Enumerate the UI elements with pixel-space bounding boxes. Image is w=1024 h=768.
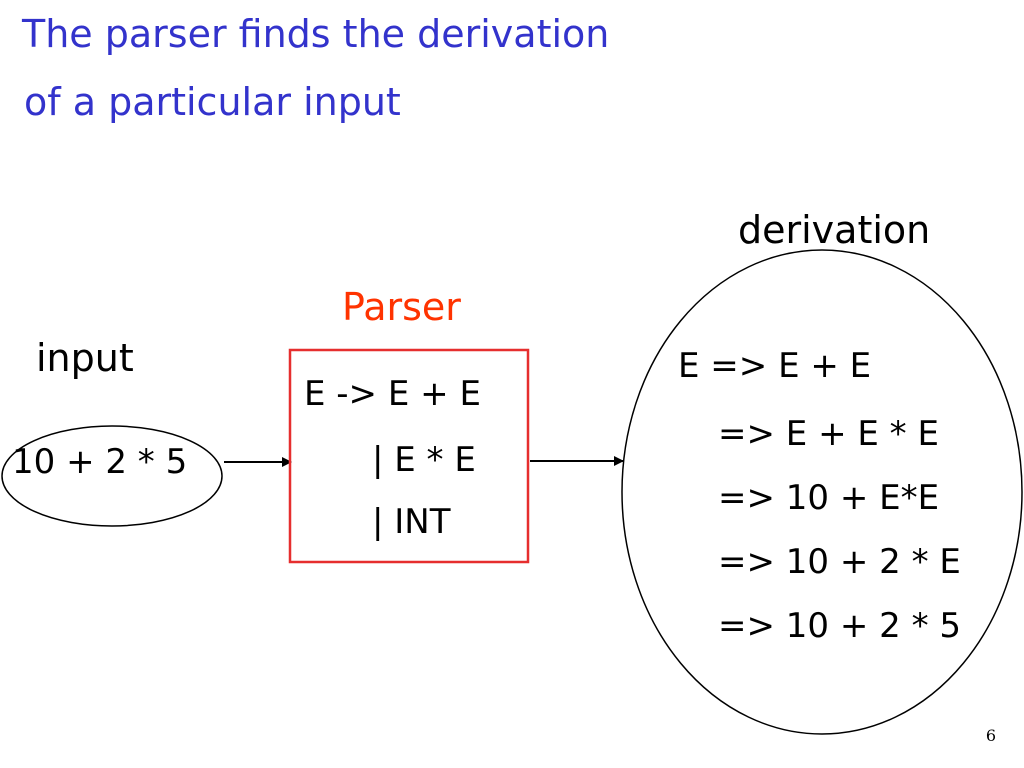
- derivation-step-4: => 10 + 2 * E: [718, 542, 961, 582]
- grammar-rule-2: | E * E: [372, 440, 476, 480]
- grammar-rule-3: | INT: [372, 502, 451, 542]
- parser-box: [288, 348, 530, 564]
- grammar-rule-1: E -> E + E: [304, 374, 481, 414]
- input-value: 10 + 2 * 5: [12, 442, 188, 482]
- derivation-step-3: => 10 + E*E: [718, 478, 940, 518]
- derivation-step-5: => 10 + 2 * 5: [718, 606, 962, 646]
- page-number: 6: [985, 726, 996, 745]
- slide-title-line-2: of a particular input: [24, 80, 401, 124]
- input-label: input: [36, 336, 134, 380]
- parser-label: Parser: [342, 285, 461, 329]
- derivation-label: derivation: [738, 208, 931, 252]
- derivation-step-2: => E + E * E: [718, 414, 939, 454]
- input-ellipse: [1, 425, 223, 527]
- slide-title-line-1: The parser finds the derivation: [22, 12, 610, 56]
- derivation-ellipse: [621, 249, 1023, 735]
- derivation-step-1: E => E + E: [678, 346, 872, 386]
